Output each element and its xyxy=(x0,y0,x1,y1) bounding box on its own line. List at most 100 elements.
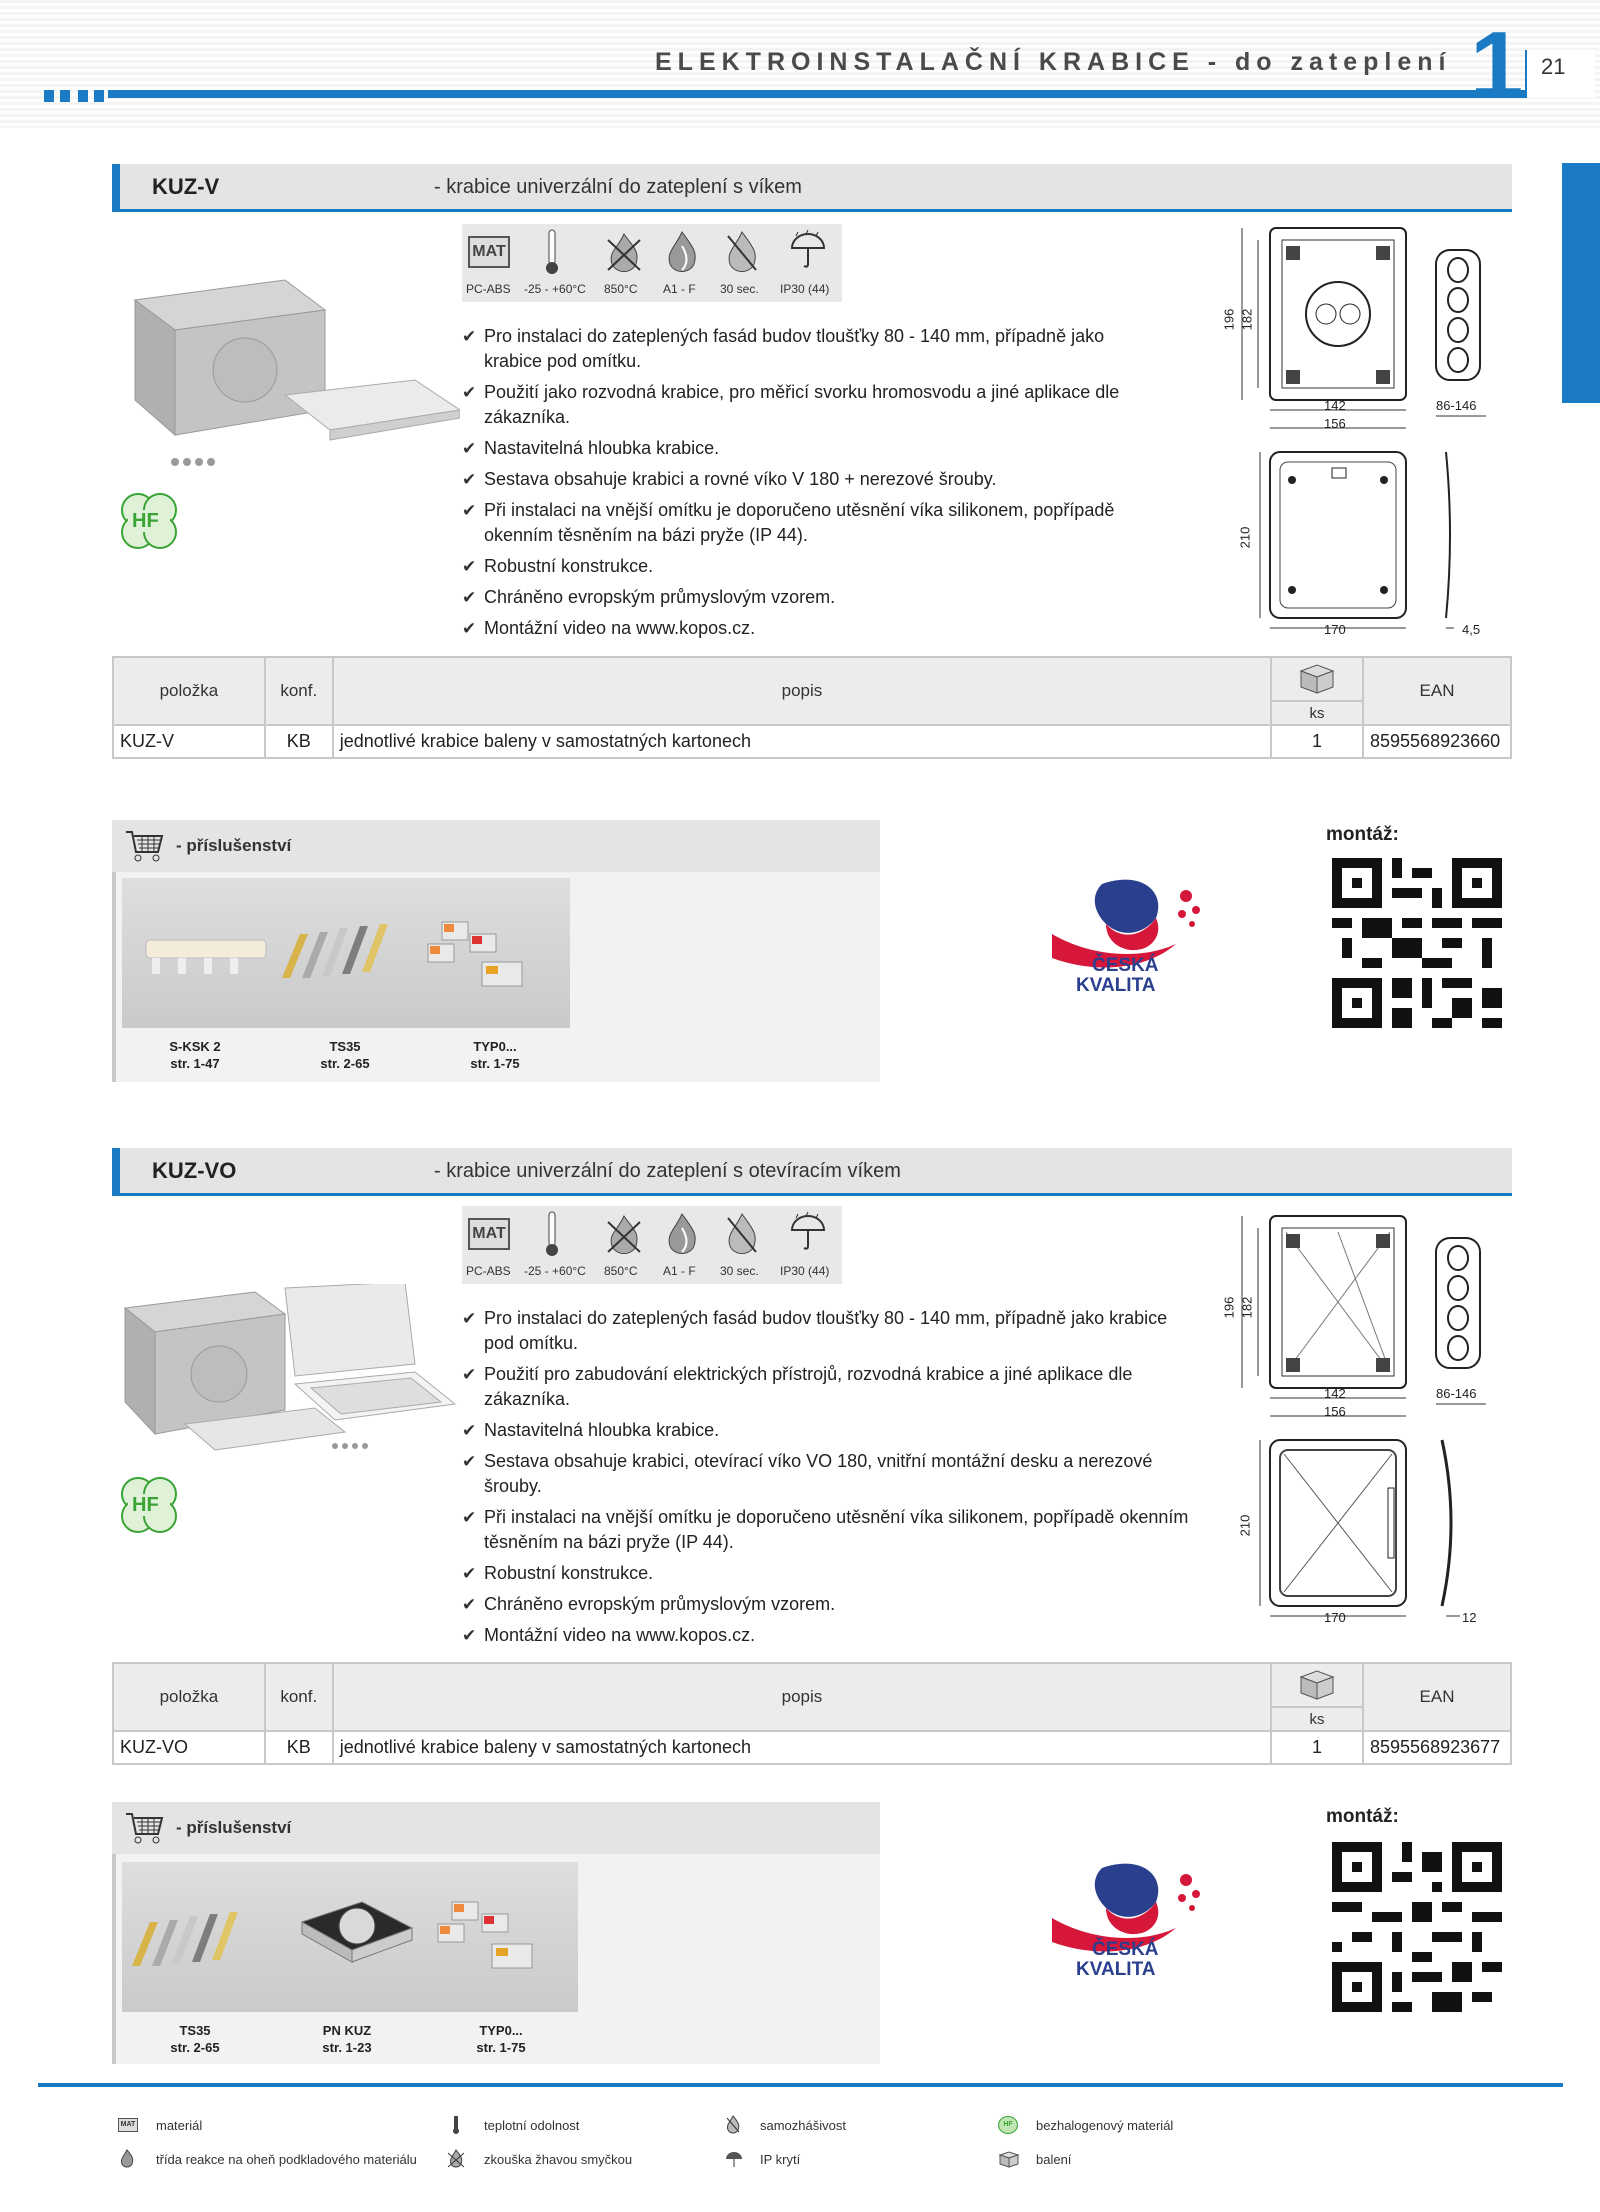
cell-ean: 8595568923660 xyxy=(1362,724,1512,759)
page-number-box: 21 xyxy=(1525,50,1595,98)
dim-height-inner: 182 xyxy=(1239,1296,1255,1319)
product-bar-accent xyxy=(112,164,120,212)
technical-drawing: 196 182 142 156 86-146 210 170 4,5 xyxy=(1210,220,1510,645)
accessories-header: - příslušenství xyxy=(112,820,880,872)
material-icon: MAT xyxy=(118,2118,138,2132)
property-strip: MAT PC-ABS -25 - +60°C 850°C A1 - F 30 s… xyxy=(462,224,842,302)
checkmark-icon: ✔ xyxy=(462,470,477,489)
cell-conf: KB xyxy=(263,1730,334,1765)
feature-item: ✔Při instalaci na vnější omítku je dopor… xyxy=(462,1507,1189,1552)
quality-line2: KVALITA xyxy=(1076,975,1156,996)
header-square xyxy=(60,90,70,102)
feature-item: ✔Při instalaci na vnější omítku je dopor… xyxy=(462,500,1115,545)
box-icon xyxy=(1270,656,1364,701)
product-description: - krabice univerzální do zateplení s vík… xyxy=(434,176,802,198)
feature-item: ✔Montážní video na www.kopos.cz. xyxy=(462,616,1142,641)
dim-height-outer: 196 xyxy=(1221,1296,1237,1319)
feature-item: ✔Pro instalaci do zateplených fasád budo… xyxy=(462,1308,1168,1353)
dim-height-outer: 196 xyxy=(1221,308,1237,331)
feature-item: ✔Chráněno evropským průmyslovým vzorem. xyxy=(462,585,1142,610)
prop-material: PC-ABS xyxy=(466,282,511,296)
prop-self-extinguish: 30 sec. xyxy=(720,282,759,296)
accessories-title: - příslušenství xyxy=(176,1818,292,1837)
page-title: ELEKTROINSTALAČNÍ KRABICE - do zateplení xyxy=(655,48,1452,76)
legend-label: třída reakce na oheň podkladového materi… xyxy=(156,2152,417,2167)
header-square xyxy=(44,90,54,102)
dim-lid-width: 170 xyxy=(1324,622,1346,637)
checkmark-icon: ✔ xyxy=(462,1309,477,1328)
box-icon xyxy=(998,2151,1020,2168)
hf-label: HF xyxy=(132,510,159,532)
legend-label: zkouška žhavou smyčkou xyxy=(484,2152,633,2167)
ceska-kvalita-logo: ČESKÁ KVALITA xyxy=(1046,1858,1226,1988)
cell-item: KUZ-V xyxy=(112,724,266,759)
col-header-item: položka xyxy=(112,1662,266,1732)
checkmark-icon: ✔ xyxy=(462,383,477,402)
checkmark-icon: ✔ xyxy=(462,557,477,576)
product-photo xyxy=(115,270,462,490)
dim-width-outer: 156 xyxy=(1324,1404,1346,1419)
dim-lid-thickness: 12 xyxy=(1462,1610,1477,1625)
feature-item: ✔Pro instalaci do zateplených fasád budo… xyxy=(462,326,1105,371)
checkmark-icon: ✔ xyxy=(462,501,477,520)
material-icon: MAT xyxy=(468,236,510,268)
legend-label: materiál xyxy=(156,2118,203,2133)
montaz-label: montáž: xyxy=(1326,1806,1399,1827)
prop-fire-class: A1 - F xyxy=(663,282,696,296)
prop-glow-wire: 850°C xyxy=(604,282,638,296)
product-description: - krabice univerzální do zateplení s ote… xyxy=(434,1160,901,1182)
qr-code[interactable] xyxy=(1332,1842,1502,2012)
self-extinguishing-icon xyxy=(727,230,757,272)
col-header-ean: EAN xyxy=(1362,656,1512,726)
prop-glow-wire: 850°C xyxy=(604,1264,638,1278)
checkmark-icon: ✔ xyxy=(462,1595,477,1614)
qr-code[interactable] xyxy=(1332,858,1502,1028)
cell-desc: jednotlivé krabice baleny v samostatných… xyxy=(331,724,1273,759)
property-strip: MAT PC-ABS -25 - +60°C 850°C A1 - F 30 s… xyxy=(462,1206,842,1284)
thermometer-icon xyxy=(453,2116,459,2134)
legend-label: IP krytí xyxy=(760,2152,801,2167)
accessory-item: TYP0...str. 1-75 xyxy=(470,1039,520,1071)
quality-line1: ČESKÁ xyxy=(1092,955,1159,976)
cell-ean: 8595568923677 xyxy=(1362,1730,1512,1765)
quality-line1: ČESKÁ xyxy=(1092,1939,1159,1960)
feature-item: ✔Použití jako rozvodná krabice, pro měři… xyxy=(462,382,1120,427)
feature-item: ✔Nastavitelná hloubka krabice. xyxy=(462,436,1142,461)
dim-lid-width: 170 xyxy=(1324,1610,1346,1625)
product-table: položka konf. popis EAN ks KUZ-VO KB jed… xyxy=(112,1662,1512,1765)
umbrella-rain-icon xyxy=(726,2152,742,2167)
checkmark-icon: ✔ xyxy=(462,1564,477,1583)
hf-label: HF xyxy=(132,1494,159,1516)
dim-depth: 86-146 xyxy=(1436,398,1477,413)
checkmark-icon: ✔ xyxy=(462,1508,477,1527)
col-header-ks: ks xyxy=(1270,700,1364,726)
header-background xyxy=(0,0,1600,128)
col-header-conf: konf. xyxy=(263,656,334,726)
dim-height-inner: 182 xyxy=(1239,308,1255,331)
feature-list: ✔Pro instalaci do zateplených fasád budo… xyxy=(462,1306,1202,1654)
glow-wire-icon xyxy=(607,232,641,272)
col-header-ks: ks xyxy=(1270,1706,1364,1732)
feature-item: ✔Sestava obsahuje krabici a rovné víko V… xyxy=(462,467,1142,492)
hf-clover-icon: HF xyxy=(114,486,184,556)
cell-ks: 1 xyxy=(1270,724,1364,759)
legend-label: bezhalogenový materiál xyxy=(1036,2118,1174,2133)
shopping-cart-icon xyxy=(126,831,164,862)
feature-item: ✔Robustní konstrukce. xyxy=(462,554,1142,579)
accessory-item: TYP0...str. 1-75 xyxy=(476,2023,526,2055)
montaz-label: montáž: xyxy=(1326,824,1399,845)
cell-ks: 1 xyxy=(1270,1730,1364,1765)
checkmark-icon: ✔ xyxy=(462,439,477,458)
prop-temperature: -25 - +60°C xyxy=(524,282,586,296)
hf-clover-icon: HF xyxy=(998,2116,1018,2134)
product-code: KUZ-V xyxy=(152,174,220,199)
thermometer-icon xyxy=(546,1211,558,1256)
dim-width-inner: 142 xyxy=(1324,1386,1346,1401)
thermometer-icon xyxy=(546,229,558,274)
prop-material: PC-ABS xyxy=(466,1264,511,1278)
dim-depth: 86-146 xyxy=(1436,1386,1477,1401)
footer-rule xyxy=(38,2083,1563,2087)
glow-wire-icon xyxy=(447,2149,465,2168)
product-header-bar: KUZ-VO - krabice univerzální do zateplen… xyxy=(112,1148,1512,1196)
